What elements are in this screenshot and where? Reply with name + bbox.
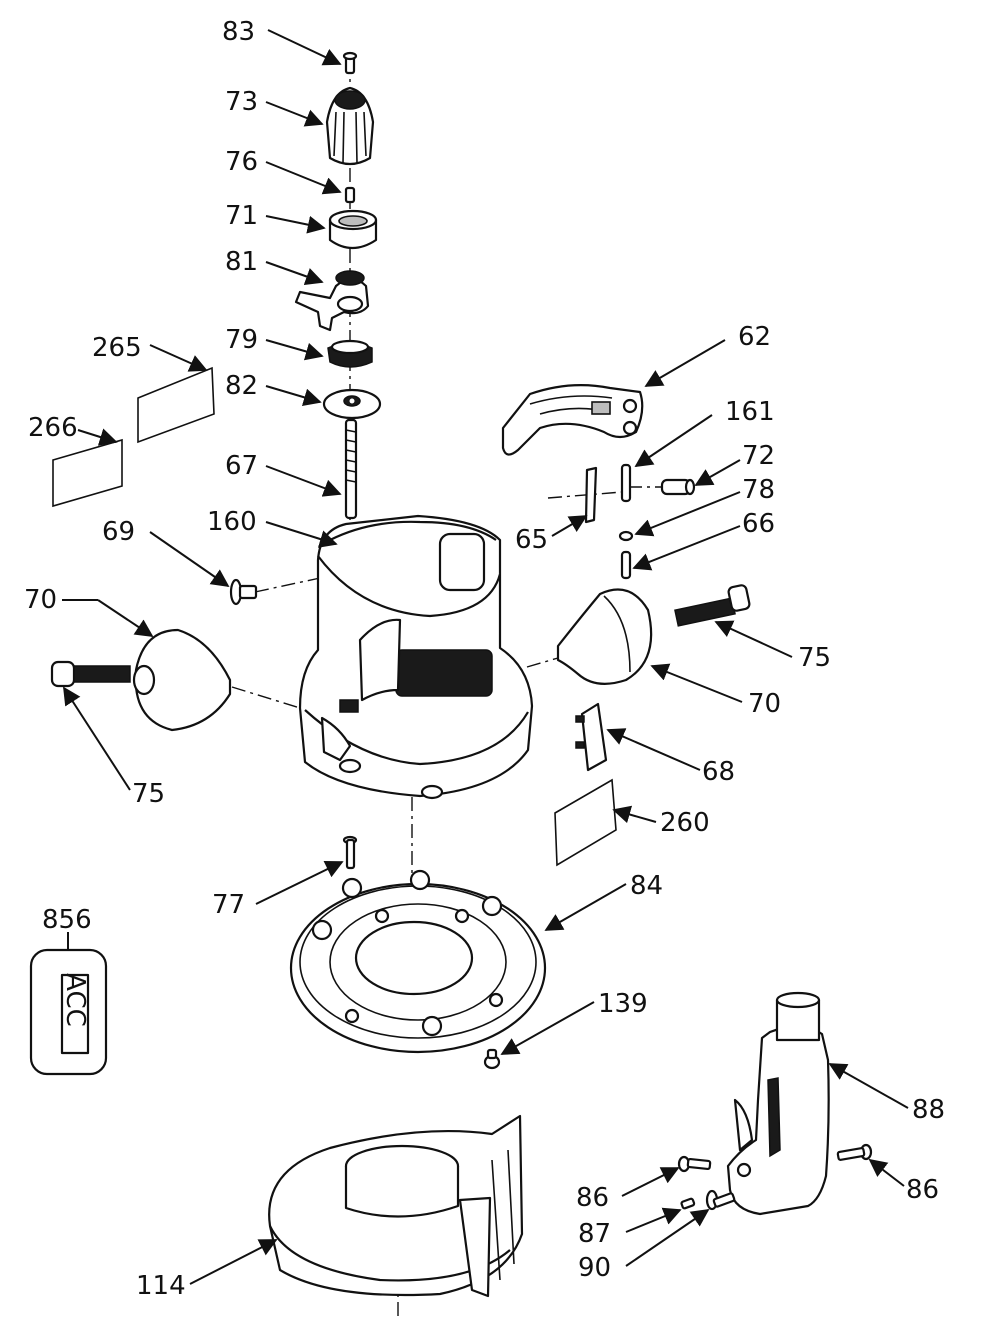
tag-856-text: ACC	[60, 973, 90, 1027]
part-75-bolt-left	[50, 660, 131, 688]
part-161-pin	[620, 463, 632, 503]
part-856-accessory-tag: ACC	[29, 948, 108, 1076]
callout-81: 81	[225, 247, 258, 277]
callout-87: 87	[578, 1219, 611, 1249]
part-70-knob-right	[556, 588, 653, 685]
callout-161: 161	[725, 397, 775, 427]
part-86-screw-left	[677, 1155, 712, 1173]
callout-67: 67	[225, 451, 258, 481]
part-114-dust-guard	[268, 1114, 524, 1298]
callout-266: 266	[28, 413, 78, 443]
callout-78: 78	[742, 475, 775, 505]
callout-856: 856	[42, 905, 92, 935]
callout-70-right: 70	[748, 689, 781, 719]
callout-88: 88	[912, 1095, 945, 1125]
part-86-screw-right	[836, 1143, 873, 1161]
callout-83: 83	[222, 17, 255, 47]
callout-65: 65	[515, 525, 548, 555]
callout-71: 71	[225, 201, 258, 231]
part-66-pin	[620, 550, 632, 580]
callout-86-left: 86	[576, 1183, 609, 1213]
callout-69: 69	[102, 517, 135, 547]
callout-75-right: 75	[798, 643, 831, 673]
part-65-plate	[584, 466, 598, 524]
callout-260: 260	[660, 808, 710, 838]
part-81-lock-lever	[294, 270, 370, 332]
callout-114: 114	[136, 1271, 186, 1301]
knob-left-centerline	[231, 686, 301, 709]
callout-82: 82	[225, 371, 258, 401]
pin-65-centerline	[547, 491, 623, 499]
part-62-clamp-lever	[501, 384, 644, 456]
callout-labels: 83 73 76 71 81 265 79 82 266 67 62 161 7…	[24, 17, 945, 1301]
callout-84: 84	[630, 871, 663, 901]
part-260-label	[554, 778, 617, 867]
callout-68: 68	[702, 757, 735, 787]
part-75-bolt-right	[674, 584, 751, 627]
screw-69-centerline	[254, 577, 321, 593]
callout-72: 72	[742, 441, 775, 471]
part-139-screw	[483, 1048, 501, 1070]
callout-62: 62	[738, 322, 771, 352]
part-67-threaded-rod	[344, 418, 358, 520]
part-84-base-plate	[289, 869, 547, 1054]
callout-70-left: 70	[24, 585, 57, 615]
part-266-label	[52, 438, 123, 508]
callout-160: 160	[207, 507, 257, 537]
part-82-washer	[322, 388, 382, 420]
part-87-pin	[680, 1197, 696, 1210]
part-77-screw	[342, 835, 358, 870]
leader-lines	[62, 29, 909, 1285]
callout-76: 76	[225, 147, 258, 177]
part-265-label	[137, 366, 215, 444]
part-72-pin	[660, 478, 696, 496]
part-71-collar	[328, 209, 378, 250]
callout-73: 73	[225, 87, 258, 117]
callout-77: 77	[212, 890, 245, 920]
part-68-bracket	[575, 702, 608, 772]
part-73-adjust-knob	[325, 86, 375, 166]
callout-265: 265	[92, 333, 142, 363]
knob-right-centerline	[526, 657, 559, 668]
part-69-screw	[229, 578, 258, 606]
part-70-knob-left	[132, 628, 232, 732]
part-88-hose-adapter	[726, 991, 830, 1216]
callout-86-right: 86	[906, 1175, 939, 1205]
part-78-clip	[618, 530, 634, 542]
part-76-pin	[344, 186, 356, 204]
callout-66: 66	[742, 509, 775, 539]
part-90-screw	[705, 1189, 736, 1211]
part-79-ring	[327, 339, 373, 368]
callout-90: 90	[578, 1253, 611, 1283]
callout-75-left: 75	[132, 779, 165, 809]
callout-79: 79	[225, 325, 258, 355]
callout-139: 139	[598, 989, 648, 1019]
part-160-housing	[298, 514, 534, 800]
part-83-screw	[342, 51, 358, 75]
